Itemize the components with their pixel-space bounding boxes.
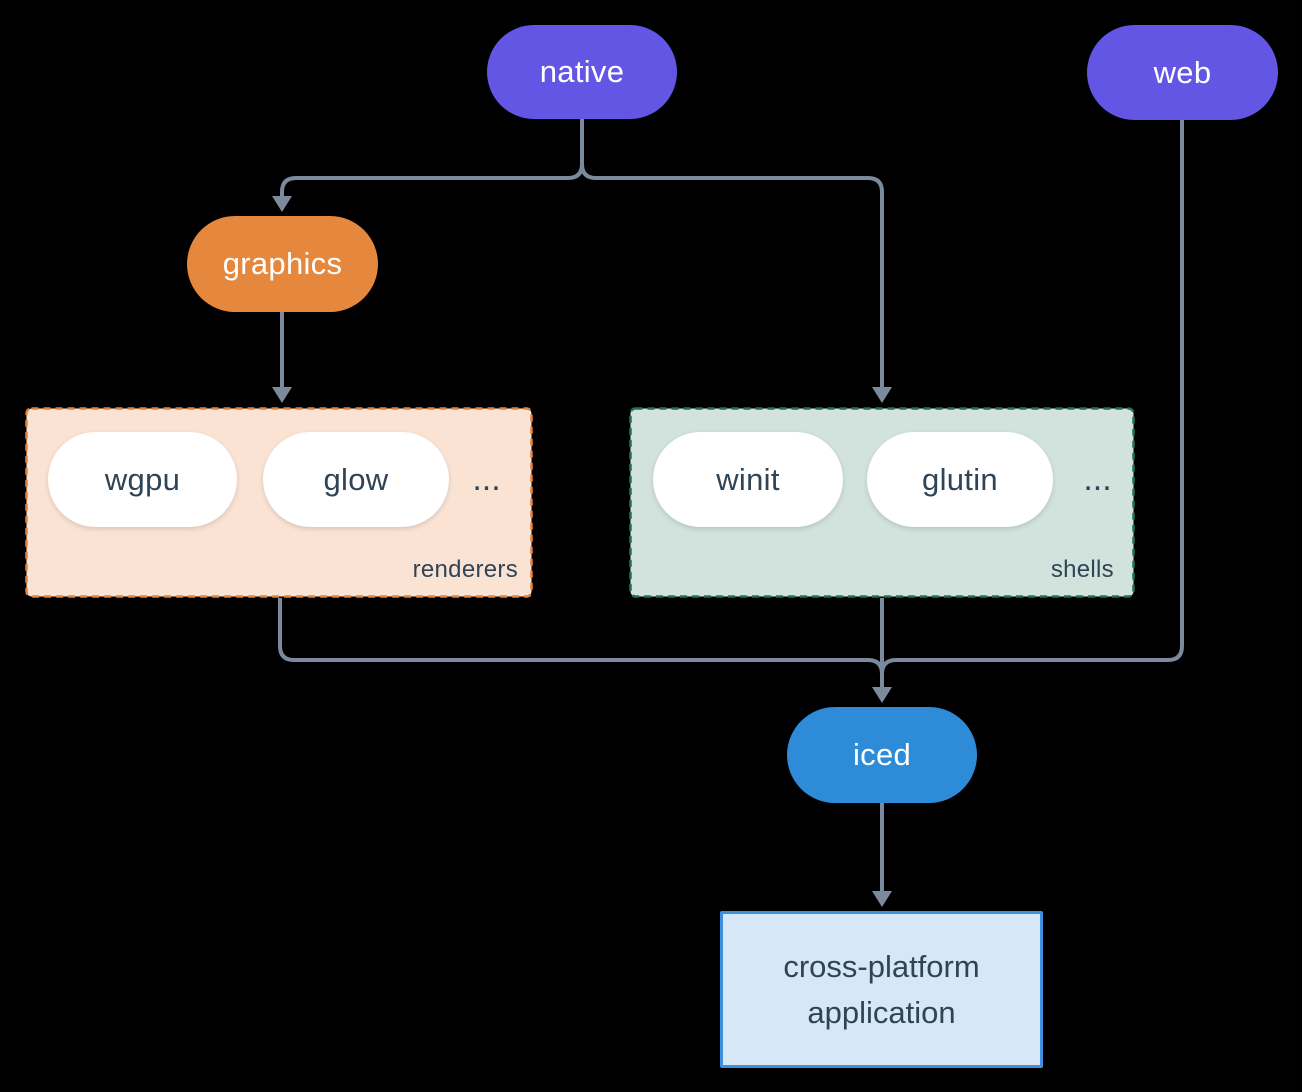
renderers-ellipsis: ... [472,460,501,498]
renderers-group-label: renderers [412,556,518,583]
edge-native-graphics [280,119,584,196]
node-graphics: graphics [187,216,378,312]
arrowhead-into-graphics [272,196,292,212]
arrowhead-into-renderers [272,387,292,403]
node-cross-platform-application: cross-platform application [720,911,1043,1068]
arrowhead-into-iced [872,687,892,703]
shells-group-label: shells [1050,556,1114,583]
node-iced: iced [787,707,977,803]
node-native: native [487,25,677,119]
node-glow: glow [263,432,449,527]
arrowhead-into-application [872,891,892,907]
edge-renderers-iced [278,598,884,687]
shells-ellipsis: ... [1083,460,1112,498]
node-web: web [1087,25,1278,120]
arrowhead-into-shells [872,387,892,403]
node-winit: winit [653,432,843,527]
node-glutin: glutin [867,432,1053,527]
node-wgpu: wgpu [48,432,237,527]
edge-native-shells [580,119,884,387]
